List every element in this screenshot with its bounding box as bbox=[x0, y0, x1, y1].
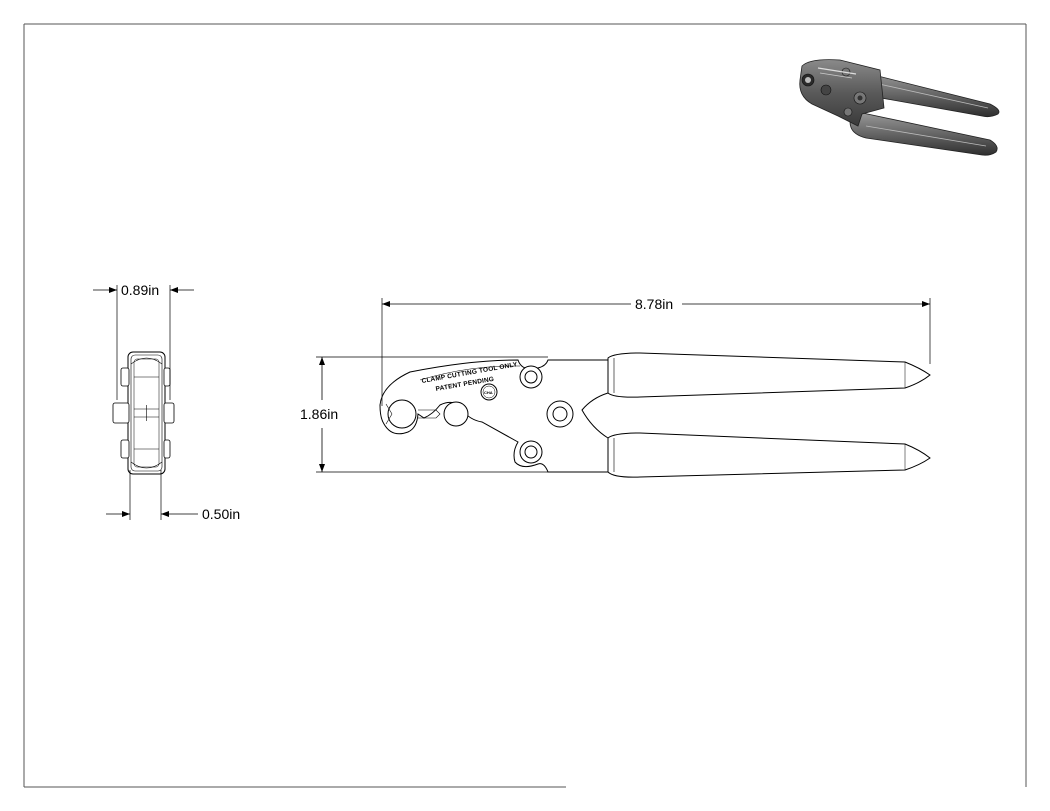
pivot-rivet bbox=[546, 400, 574, 428]
dimension-overall-length: 8.78in bbox=[381, 296, 931, 406]
front-view bbox=[379, 352, 931, 478]
dimension-head-height: 1.86in bbox=[300, 356, 548, 473]
dim-label-side-depth: 0.50in bbox=[202, 506, 240, 522]
stamp-icon bbox=[480, 383, 498, 401]
dimension-side-width: 0.89in bbox=[93, 282, 194, 400]
crimp-hole bbox=[443, 401, 469, 427]
upper-rivet bbox=[519, 365, 543, 389]
tool-stamp-text: CHA bbox=[484, 390, 493, 395]
dim-label-side-width: 0.89in bbox=[121, 282, 159, 298]
upper-handle bbox=[607, 352, 931, 398]
side-view bbox=[112, 351, 175, 475]
pliers-3d-icon bbox=[799, 59, 1000, 156]
sheet-border bbox=[23, 23, 1027, 788]
lower-rivet bbox=[519, 440, 543, 464]
dimension-side-depth: 0.50in bbox=[106, 470, 240, 522]
lower-handle bbox=[607, 432, 931, 478]
dim-label-head-height: 1.86in bbox=[300, 406, 338, 422]
pliers-head bbox=[379, 359, 609, 473]
jaw-cutout bbox=[387, 399, 417, 429]
dim-label-overall-length: 8.78in bbox=[635, 296, 673, 312]
